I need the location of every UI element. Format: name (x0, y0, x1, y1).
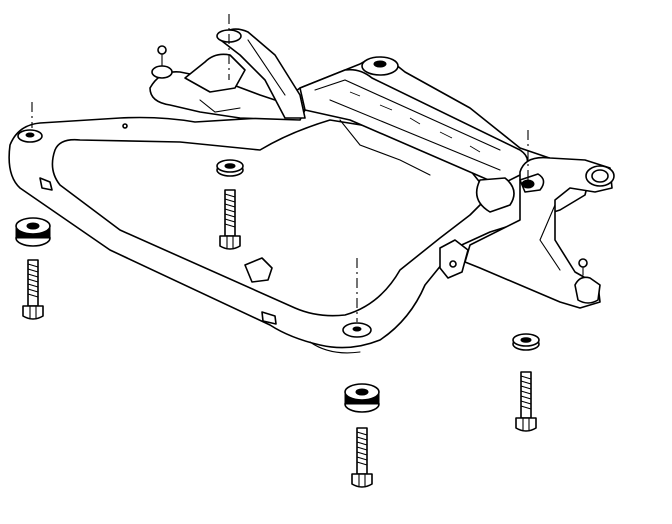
frame-details (17, 123, 372, 354)
frame-bracket-right (439, 239, 469, 279)
control-arm-rear (149, 45, 306, 121)
control-arm-front (464, 156, 615, 309)
fastener-stack-left (15, 217, 51, 320)
alignment-lines (31, 14, 529, 322)
mount-upper-right (361, 56, 399, 76)
fastener-stack-right (512, 333, 540, 432)
tower-bracket (216, 28, 306, 119)
fastener-stack-center (344, 383, 380, 488)
